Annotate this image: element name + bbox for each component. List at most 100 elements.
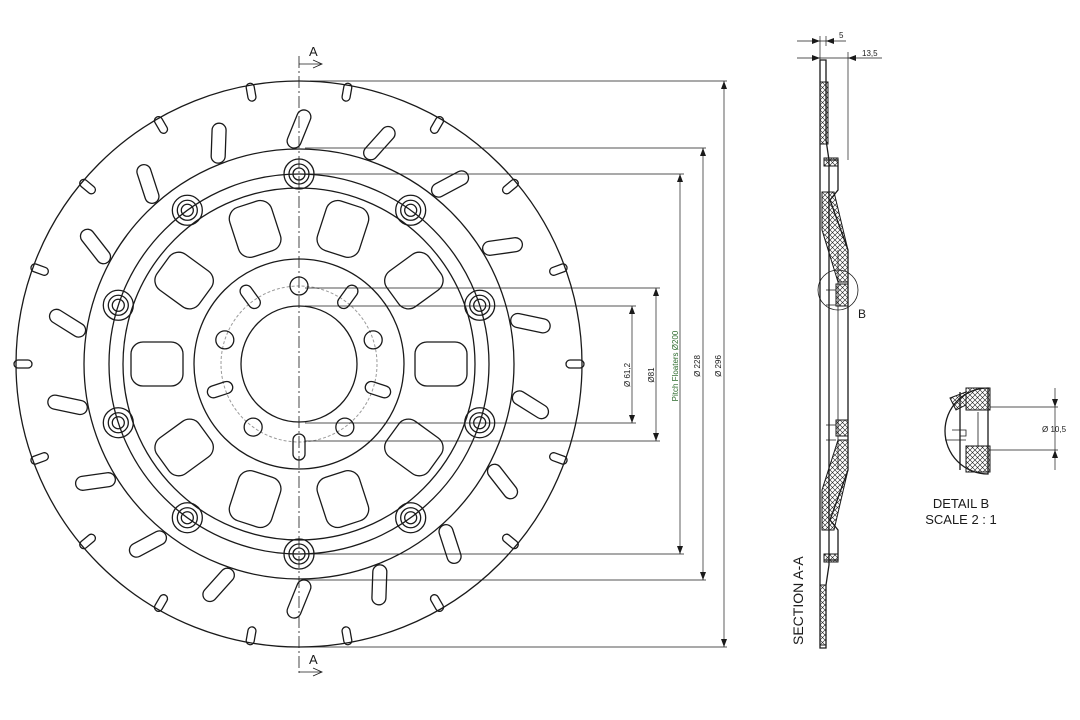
floater-button	[395, 194, 427, 226]
floater-bore	[180, 203, 194, 217]
detail-hatch-lower	[965, 445, 991, 473]
spoke-window	[228, 199, 282, 259]
edge-notch	[429, 594, 445, 613]
dim-inner-ring: Ø 228	[693, 355, 702, 377]
dim-thickness-value: 5	[839, 31, 844, 40]
floater-button	[395, 502, 427, 534]
carrier-spoke-windows	[130, 199, 468, 529]
hub-bolt-hole	[363, 330, 383, 350]
floater-bore	[111, 298, 125, 312]
spoke-window	[228, 469, 282, 529]
detail-view: Ø 10,5 DETAIL B SCALE 2 : 1	[925, 387, 1067, 527]
carrier-outer-ring	[108, 173, 490, 555]
floater-button	[102, 407, 134, 439]
section-carrier-profile	[826, 159, 849, 561]
dim-outer-diameter: Ø 296	[714, 355, 723, 377]
floater-ring	[107, 294, 129, 316]
section-arrow-bottom-head	[312, 667, 323, 677]
hub-slot	[206, 380, 234, 399]
detail-floater-lines	[945, 429, 967, 441]
edge-notch	[153, 115, 169, 134]
vent-slot	[79, 228, 112, 265]
edge-notch	[79, 533, 97, 550]
hub-slot	[239, 284, 261, 310]
edge-notch	[79, 178, 97, 195]
floater-button	[102, 289, 134, 321]
section-marker-bottom: A	[309, 652, 318, 667]
edge-notch	[501, 533, 519, 550]
dim-pitch-floaters: Pitch Floaters Ø200	[671, 330, 680, 401]
hub-bolt-hole	[243, 417, 263, 437]
detail-dim-value: Ø 10,5	[1042, 425, 1067, 434]
spoke-window	[130, 341, 184, 387]
floater-bore	[404, 203, 418, 217]
floater-button	[171, 502, 203, 534]
spoke-window	[384, 251, 444, 310]
edge-notch	[245, 626, 257, 646]
detail-scale: SCALE 2 : 1	[925, 512, 997, 527]
dimension-arrow	[629, 306, 635, 314]
edge-notch	[429, 115, 445, 134]
section-title: SECTION A-A	[790, 556, 806, 645]
section-hatch-lower-mid	[835, 419, 849, 437]
hub-bolt-hole	[335, 417, 355, 437]
dimension-arrow	[677, 546, 683, 554]
edge-notches	[13, 82, 585, 646]
detail-b-callout-label: B	[858, 307, 866, 321]
vent-slot	[371, 564, 388, 606]
vent-slot	[202, 567, 235, 603]
edge-notch	[245, 82, 257, 102]
dimension-arrow	[721, 639, 727, 647]
vent-slot	[210, 122, 227, 164]
section-view: B 5 13,5 SECTION A-A	[790, 31, 882, 649]
dimension-arrow	[700, 572, 706, 580]
floater-ring	[400, 507, 422, 529]
spoke-window	[414, 341, 468, 387]
edge-notch	[549, 452, 568, 465]
front-dimension-arrows	[629, 81, 727, 647]
edge-notch	[30, 263, 49, 276]
detail-b-callout-circle	[817, 269, 859, 311]
vent-slot	[128, 530, 168, 558]
detail-hatch-wedge	[949, 391, 967, 411]
hub-slot	[364, 380, 392, 399]
floater-ring	[176, 199, 198, 221]
vent-slot	[47, 394, 88, 416]
edge-notch	[501, 178, 519, 195]
detail-hatch-upper	[965, 387, 991, 411]
spoke-window	[384, 418, 444, 477]
dimension-arrow	[677, 174, 683, 182]
vent-slot	[510, 312, 551, 334]
section-floater-top	[823, 157, 839, 167]
dimension-arrow	[653, 433, 659, 441]
vent-slot	[363, 125, 396, 161]
section-hatch-detail	[835, 283, 849, 307]
section-bolt-lines	[826, 289, 836, 441]
section-rotor-hatch-bottom	[819, 584, 827, 646]
floater-bore	[473, 298, 487, 312]
dimension-arrow	[653, 288, 659, 296]
section-floater-bottom	[823, 553, 839, 563]
section-carrier-hatch-upper	[821, 191, 849, 283]
dim-thickness-arrows	[812, 38, 834, 44]
section-carrier-hatch-lower	[821, 439, 849, 531]
edge-notch	[549, 263, 568, 276]
floater-bore	[111, 416, 125, 430]
detail-title: DETAIL B	[933, 496, 989, 511]
dimension-arrow	[721, 81, 727, 89]
dim-hub: Ø81	[647, 367, 656, 383]
floater-ring	[176, 507, 198, 529]
hub-slot	[337, 284, 359, 310]
vent-slot	[486, 463, 519, 500]
vent-slot	[286, 579, 312, 619]
dim-offset-value: 13,5	[862, 49, 878, 58]
section-marker-top: A	[309, 44, 318, 59]
vent-slot	[48, 308, 87, 338]
floater-ring	[107, 412, 129, 434]
floater-ring	[400, 199, 422, 221]
section-arrow-top-head	[312, 59, 323, 69]
dimension-arrow	[700, 148, 706, 156]
spoke-window	[316, 199, 370, 259]
dimension-arrow	[629, 415, 635, 423]
